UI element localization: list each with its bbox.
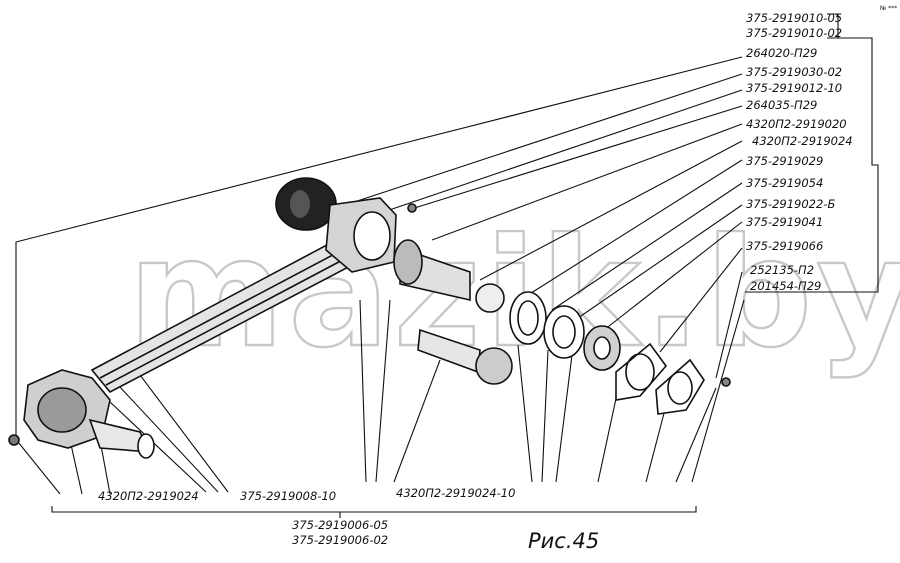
callout-label: 375-2919012-10 xyxy=(746,81,842,95)
callout-label: 264020-П29 xyxy=(746,46,817,60)
callout-label: 375-2919022-Б xyxy=(746,197,835,211)
callout-label: 375-2919066 xyxy=(746,239,823,253)
rings xyxy=(509,291,621,371)
callout-label: 4320П2-2919024 xyxy=(752,134,853,148)
fork-housing xyxy=(325,197,417,273)
callout-label: 201454-П29 xyxy=(750,279,821,293)
callout-label: 375-2919010-05 xyxy=(746,11,842,25)
gasket-and-cover xyxy=(615,342,731,415)
callout-label: 4320П2-2919024-10 xyxy=(396,486,515,500)
callout-label: 375-2919030-02 xyxy=(746,65,842,79)
assembly-number: 375-2919006-02 xyxy=(292,533,388,547)
leader-lines xyxy=(15,13,879,518)
bottom-callouts: 4320П2-2919024 375-2919008-10 4320П2-291… xyxy=(98,486,599,553)
corner-mark: № *** xyxy=(880,5,897,12)
callout-label: 375-2919029 xyxy=(746,154,823,168)
callout-label: 4320П2-2919024 xyxy=(98,489,199,503)
callout-label: 375-2919008-10 xyxy=(240,489,336,503)
assembly-number: 375-2919006-05 xyxy=(292,518,388,532)
parts-drawing xyxy=(8,177,731,459)
callout-label: 375-2919041 xyxy=(746,215,823,229)
callout-label: 375-2919010-02 xyxy=(746,26,842,40)
callout-label: 375-2919054 xyxy=(746,176,823,190)
figure-caption: Рис.45 xyxy=(528,529,599,553)
callout-label: 4320П2-2919020 xyxy=(746,117,847,131)
right-callouts: 375-2919010-05 375-2919010-02 264020-П29… xyxy=(746,11,853,293)
dark-bearing-ring xyxy=(275,177,337,231)
ball-shaft xyxy=(417,328,513,385)
left-yoke xyxy=(8,369,155,459)
callout-label: 252135-П2 xyxy=(750,263,814,277)
splined-shaft xyxy=(393,239,505,313)
callout-label: 264035-П29 xyxy=(746,98,817,112)
